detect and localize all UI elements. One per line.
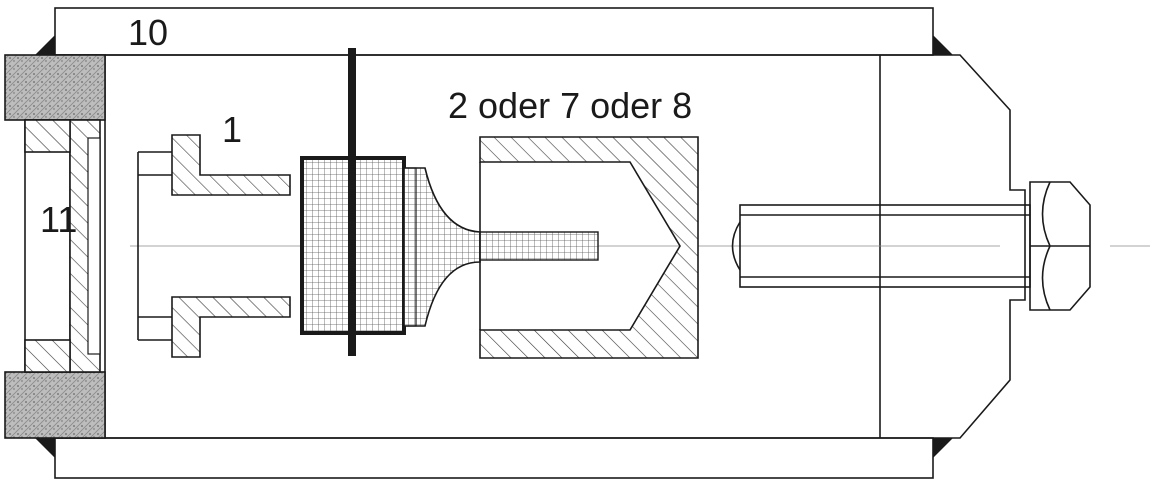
end-cap-window (4, 54, 106, 439)
filter-mesh-assembly (300, 48, 599, 356)
bolt-and-nut (731, 181, 1091, 311)
label-part-11: 11 (40, 199, 77, 240)
part-1-sleeve (137, 134, 291, 358)
label-part-10: 10 (128, 12, 168, 53)
part-2-7-8-cup (479, 136, 699, 359)
label-part-1: 1 (222, 109, 242, 150)
label-part-2-7-8: 2 oder 7 oder 8 (448, 85, 692, 126)
